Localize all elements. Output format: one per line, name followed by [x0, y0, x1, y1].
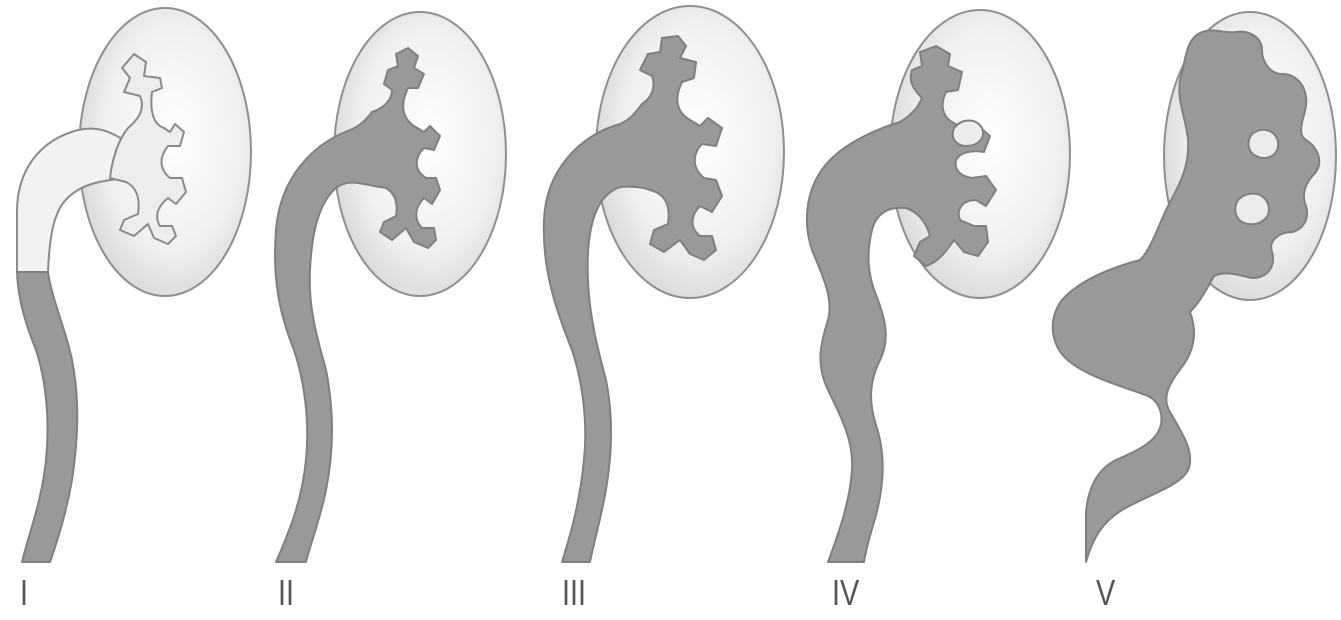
parenchyma-notch-1-grade-5: [1249, 130, 1279, 158]
grade-3-illustration: [544, 6, 784, 562]
grade-4-illustration: [807, 10, 1070, 562]
grade-label-1: I: [20, 575, 28, 611]
pelvis-island-upper-grade-4: [953, 121, 983, 147]
grade-label-2: II: [278, 575, 294, 611]
grade-2-illustration: [275, 12, 506, 562]
reflux-ureter-pelvis-grade-5: [1053, 30, 1320, 562]
grade-5-illustration: [1053, 12, 1336, 562]
parenchyma-notch-2-grade-5: [1235, 194, 1269, 225]
grade-1-illustration: [17, 8, 251, 562]
grade-label-3: III: [562, 575, 586, 611]
lower-ureter-reflux-grade-1: [17, 272, 77, 562]
grade-label-5: V: [1096, 575, 1115, 611]
grade-label-4: IV: [832, 575, 859, 611]
